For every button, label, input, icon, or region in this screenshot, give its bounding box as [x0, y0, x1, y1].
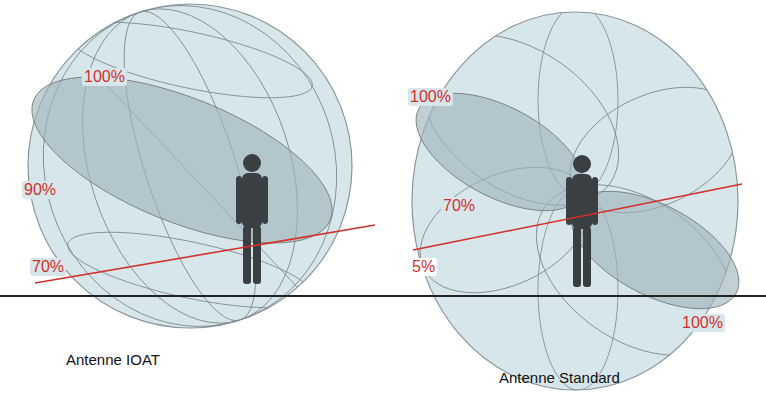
person-figure: [566, 155, 598, 287]
torus-wireframe: [390, 0, 766, 390]
radiation-lobe: [398, 69, 603, 235]
percent-label: 70%: [30, 258, 66, 276]
figure-caption: Antenne IOAT: [64, 352, 162, 369]
person-leg: [243, 226, 251, 284]
meridian: [2, 0, 378, 365]
percent-label: 5%: [410, 258, 437, 276]
person-body: [572, 174, 592, 229]
percent-label: 100%: [82, 68, 127, 86]
person-body: [242, 173, 262, 228]
percent-label: 100%: [408, 88, 453, 106]
person-arm: [592, 177, 598, 225]
person-head: [573, 155, 591, 173]
radiation-lobe: [553, 167, 758, 333]
percent-label: 100%: [680, 314, 725, 332]
person-figure: [236, 154, 268, 284]
figure-caption: Antenne Standard: [497, 370, 622, 387]
person-leg: [253, 226, 261, 284]
person-arm: [262, 176, 268, 224]
person-leg: [573, 227, 581, 287]
person-leg: [583, 227, 591, 287]
horizon-line: [35, 225, 375, 283]
radiation-plane: [10, 43, 353, 278]
percent-label: 70%: [441, 197, 477, 215]
sphere-wireframe: [2, 0, 378, 365]
person-head: [243, 154, 261, 172]
radiation-torus: [412, 12, 738, 390]
percent-label: 90%: [22, 181, 58, 199]
horizon-line: [413, 184, 742, 250]
ground-line: [0, 295, 766, 297]
person-arm: [236, 176, 242, 224]
